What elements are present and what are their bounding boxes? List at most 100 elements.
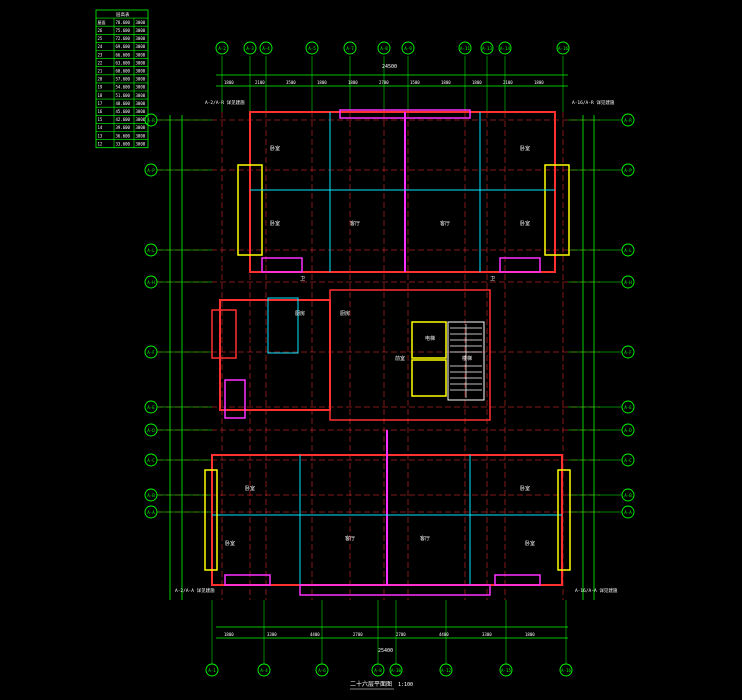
room-label: 卧室 bbox=[520, 145, 530, 152]
axis-bubble-right bbox=[621, 488, 635, 502]
axis-bubble-top bbox=[343, 41, 357, 55]
room-label: 卫 bbox=[300, 276, 305, 282]
axis-bubble-right bbox=[621, 505, 635, 519]
axis-bubble-bottom-label: A-8 bbox=[374, 668, 382, 673]
level-table-cell: 45.600 bbox=[116, 109, 131, 114]
drawing-scale-text: 1:100 bbox=[398, 682, 413, 688]
axis-bubble-left bbox=[144, 275, 158, 289]
axis-bubble-top bbox=[556, 41, 570, 55]
room-label: 卫 bbox=[490, 276, 495, 282]
axis-bubble-top bbox=[305, 41, 319, 55]
level-table-cell: 42.600 bbox=[116, 117, 131, 122]
axis-bubble-right-label: A-A bbox=[624, 510, 632, 515]
axis-bubble-top bbox=[480, 41, 494, 55]
level-table-cell: 屋面 bbox=[98, 19, 106, 25]
level-table-cell: 66.600 bbox=[116, 52, 131, 57]
level-table-cell: 3000 bbox=[136, 133, 146, 138]
level-table-cell: 13 bbox=[98, 133, 103, 138]
level-table-cell: 20 bbox=[98, 77, 103, 82]
axis-bubble-bottom bbox=[315, 663, 329, 677]
level-table-cell: 3000 bbox=[136, 109, 146, 114]
room-label: 客厅 bbox=[440, 220, 450, 227]
level-table-title: 层高表 bbox=[116, 11, 130, 18]
level-table-cell: 3000 bbox=[136, 93, 146, 98]
level-table-cell: 22 bbox=[98, 60, 103, 65]
detail-notes: A-2/A-R 详见建施 A-16/A-R 详见建施 A-2/A-A 详见建施 … bbox=[175, 99, 618, 594]
axis-bubble-top-label: A-7 bbox=[346, 46, 354, 51]
axis-bubble-top bbox=[259, 41, 273, 55]
level-table-cell: 75.600 bbox=[116, 28, 131, 33]
room-label: 卧室 bbox=[225, 540, 235, 547]
axis-bubble-top-label: A-2 bbox=[218, 46, 226, 51]
level-table-cell: 3000 bbox=[136, 141, 146, 146]
axis-bubble-bottom bbox=[257, 663, 271, 677]
axis-bubble-bottom bbox=[389, 663, 403, 677]
axis-bubble-left bbox=[144, 453, 158, 467]
axis-bubble-top-label: A-11 bbox=[460, 46, 471, 51]
axis-bubble-left bbox=[144, 243, 158, 257]
axis-bubble-left-label: A-L bbox=[147, 248, 155, 253]
axis-bubble-left bbox=[144, 505, 158, 519]
axis-bubble-bottom-label: A-10 bbox=[391, 668, 402, 673]
bottom-dim-text: 1800 bbox=[525, 632, 535, 637]
level-table-cell: 3000 bbox=[136, 69, 146, 74]
top-dim-text: 1800 bbox=[472, 80, 482, 85]
top-total-dim: 24500 bbox=[382, 64, 397, 70]
axis-bubble-right bbox=[621, 113, 635, 127]
room-label: 卧室 bbox=[520, 485, 530, 492]
room-label: 卧室 bbox=[525, 540, 535, 547]
axis-bubble-bottom bbox=[205, 663, 219, 677]
note-bottom-right: A-16/A-A 详见建施 bbox=[575, 587, 618, 594]
axis-bubble-bottom bbox=[499, 663, 513, 677]
level-table-cell: 12 bbox=[98, 141, 103, 146]
axis-bubble-right-label: A-F bbox=[624, 350, 632, 355]
bottom-dim-text: 3300 bbox=[267, 632, 277, 637]
top-dim-text: 1800 bbox=[348, 80, 358, 85]
axis-bubble-right bbox=[621, 243, 635, 257]
level-table-cell: 33.600 bbox=[116, 141, 131, 146]
top-dim-text: 3500 bbox=[286, 80, 296, 85]
axis-bubble-left-label: A-P bbox=[147, 168, 155, 173]
axis-bubble-top-label: A-14 bbox=[500, 46, 511, 51]
axis-bubble-top bbox=[401, 41, 415, 55]
axis-bubble-left bbox=[144, 423, 158, 437]
axis-bubble-bottom-label: A-15 bbox=[501, 668, 512, 673]
axis-bubble-top-label: A-3 bbox=[246, 46, 254, 51]
axis-bubble-right-label: A-E bbox=[624, 405, 632, 410]
top-dim-text: 2700 bbox=[379, 80, 389, 85]
level-table-cell: 60.600 bbox=[116, 69, 131, 74]
top-dim-text: 2100 bbox=[255, 80, 265, 85]
room-label: 客厅 bbox=[420, 535, 430, 542]
axis-bubble-left bbox=[144, 113, 158, 127]
axis-grid bbox=[157, 56, 622, 664]
axis-bubble-bottom bbox=[439, 663, 453, 677]
room-label: 卧室 bbox=[245, 485, 255, 492]
axis-bubble-left-label: A-A bbox=[147, 510, 155, 515]
axis-bubble-top-label: A-13 bbox=[482, 46, 493, 51]
axis-bubble-right-label: A-P bbox=[624, 168, 632, 173]
level-table-cell: 26 bbox=[98, 28, 103, 33]
axis-bubble-right bbox=[621, 345, 635, 359]
note-top-left: A-2/A-R 详见建施 bbox=[205, 99, 245, 106]
level-table-cell: 63.600 bbox=[116, 60, 131, 65]
axis-bubble-right-label: A-B bbox=[624, 493, 632, 498]
axis-bubble-right bbox=[621, 453, 635, 467]
level-table-cell: 3000 bbox=[136, 44, 146, 49]
room-label: 前室 bbox=[395, 355, 405, 362]
axis-bubble-top bbox=[377, 41, 391, 55]
top-dim-text: 1800 bbox=[224, 80, 234, 85]
axis-bubble-left bbox=[144, 488, 158, 502]
level-table-cell: 3000 bbox=[136, 85, 146, 90]
level-table-cell: 54.600 bbox=[116, 85, 131, 90]
axis-bubble-left bbox=[144, 400, 158, 414]
level-table-cell: 3000 bbox=[136, 20, 146, 25]
axis-bubble-top bbox=[458, 41, 472, 55]
axis-bubble-right bbox=[621, 275, 635, 289]
building-walls bbox=[204, 109, 571, 596]
axis-bubble-right-label: A-L bbox=[624, 248, 632, 253]
room-label: 客厅 bbox=[350, 220, 360, 227]
room-label: 卧室 bbox=[520, 220, 530, 227]
level-table-cell: 3000 bbox=[136, 36, 146, 41]
